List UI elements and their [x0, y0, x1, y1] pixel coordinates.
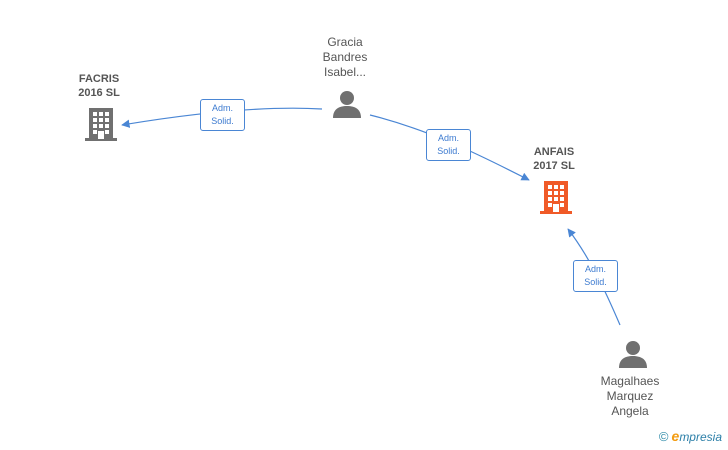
company-name: FACRIS: [78, 73, 120, 85]
role-line: Adm.: [437, 133, 459, 143]
role-line: Solid.: [437, 146, 460, 156]
company-suffix: 2017 SL: [533, 160, 575, 172]
company-node-anfais[interactable]: ANFAIS 2017 SL: [516, 145, 592, 173]
building-icon[interactable]: [85, 106, 117, 142]
copyright-symbol: ©: [658, 429, 669, 444]
person-icon[interactable]: [332, 90, 362, 118]
person-name-line: Angela: [611, 404, 649, 418]
company-name: ANFAIS: [533, 146, 575, 158]
role-line: Adm.: [211, 103, 233, 113]
edge-label-role[interactable]: Adm. Solid.: [573, 260, 618, 292]
person-name-line: Magalhaes: [600, 374, 660, 388]
person-name-line: Bandres: [322, 50, 368, 64]
person-name-line: Isabel...: [323, 65, 367, 79]
person-icon[interactable]: [618, 340, 648, 368]
role-line: Solid.: [211, 116, 234, 126]
building-icon[interactable]: [540, 179, 572, 215]
edge-label-role[interactable]: Adm. Solid.: [200, 99, 245, 131]
edge-label-role[interactable]: Adm. Solid.: [426, 129, 471, 161]
person-node-gracia[interactable]: Gracia Bandres Isabel...: [305, 35, 385, 80]
person-name-line: Marquez: [606, 389, 654, 403]
company-node-facris[interactable]: FACRIS 2016 SL: [62, 72, 136, 100]
brand-watermark: ©empresia: [659, 428, 722, 444]
company-suffix: 2016 SL: [78, 87, 120, 99]
person-name-line: Gracia: [327, 35, 363, 49]
role-line: Adm.: [584, 264, 606, 274]
brand-name: mpresia: [679, 430, 722, 444]
person-node-magalhaes[interactable]: Magalhaes Marquez Angela: [588, 374, 672, 419]
role-line: Solid.: [584, 277, 607, 287]
brand-initial: e: [671, 428, 680, 444]
